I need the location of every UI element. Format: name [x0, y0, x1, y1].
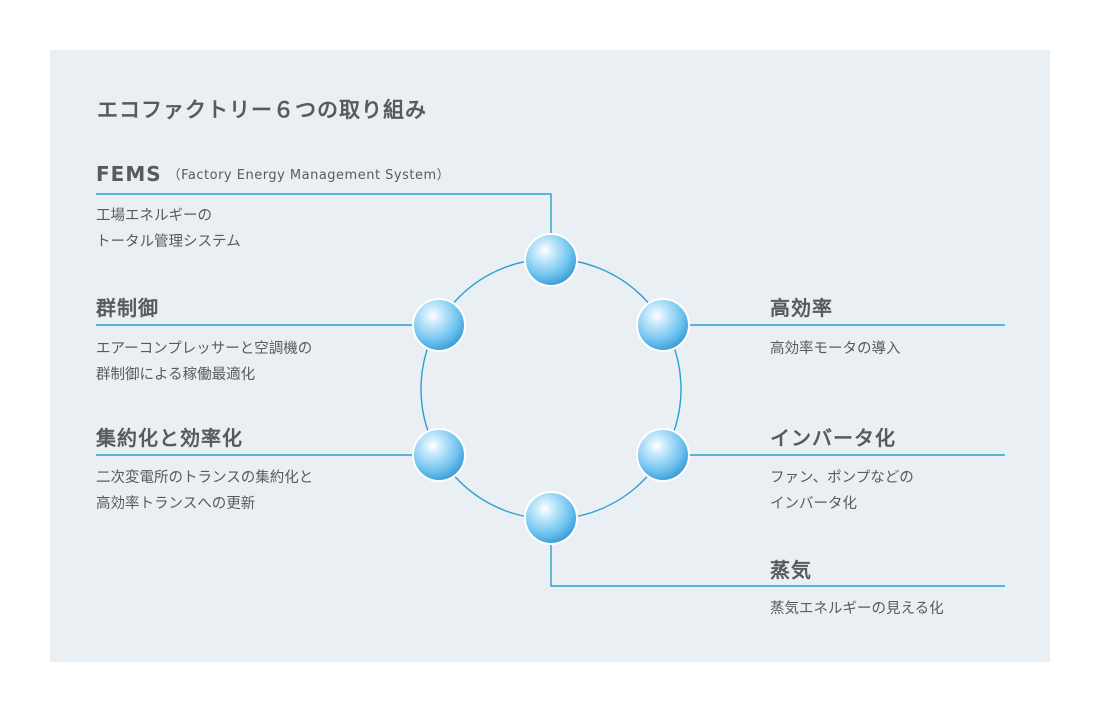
- node-steam: [524, 491, 578, 545]
- diagram-title: エコファクトリー６つの取り組み: [97, 98, 427, 122]
- desc-group-control-line-1: エアーコンプレッサーと空調機の: [96, 341, 313, 357]
- desc-fems-line-2: トータル管理システム: [96, 234, 241, 250]
- desc-consolidation-line-2: 高効率トランスへの更新: [96, 496, 256, 512]
- desc-inverter: ファン、ポンプなどの インバータ化: [770, 465, 914, 517]
- node-group-control: [412, 298, 466, 352]
- desc-inverter-line-2: インバータ化: [770, 496, 857, 512]
- desc-fems: 工場エネルギーの トータル管理システム: [96, 203, 241, 255]
- desc-group-control-line-2: 群制御による稼働最適化: [96, 367, 256, 383]
- desc-consolidation: 二次変電所のトランスの集約化と 高効率トランスへの更新: [96, 465, 313, 517]
- heading-fems: FEMS （Factory Energy Management System）: [96, 162, 450, 186]
- desc-fems-line-1: 工場エネルギーの: [96, 208, 212, 224]
- heading-group-control: 群制御: [96, 296, 159, 320]
- heading-fems-sub: （Factory Energy Management System）: [167, 168, 451, 183]
- background-panel: [50, 50, 1050, 662]
- desc-high-efficiency: 高効率モータの導入: [770, 336, 901, 362]
- desc-group-control: エアーコンプレッサーと空調機の 群制御による稼働最適化: [96, 336, 312, 388]
- desc-steam: 蒸気エネルギーの見える化: [770, 596, 944, 622]
- ring: [420, 258, 682, 520]
- node-inverter: [636, 428, 690, 482]
- heading-fems-main: FEMS: [96, 162, 162, 186]
- desc-high-efficiency-line-1: 高効率モータの導入: [770, 341, 901, 357]
- heading-inverter: インバータ化: [770, 426, 896, 450]
- desc-steam-line-1: 蒸気エネルギーの見える化: [770, 601, 944, 617]
- heading-consolidation: 集約化と効率化: [96, 426, 243, 450]
- node-fems: [524, 233, 578, 287]
- heading-high-efficiency: 高効率: [770, 296, 833, 320]
- node-high-efficiency: [636, 298, 690, 352]
- heading-steam: 蒸気: [770, 558, 812, 582]
- node-consolidation: [412, 428, 466, 482]
- desc-inverter-line-1: ファン、ポンプなどの: [770, 470, 914, 486]
- desc-consolidation-line-1: 二次変電所のトランスの集約化と: [96, 470, 314, 486]
